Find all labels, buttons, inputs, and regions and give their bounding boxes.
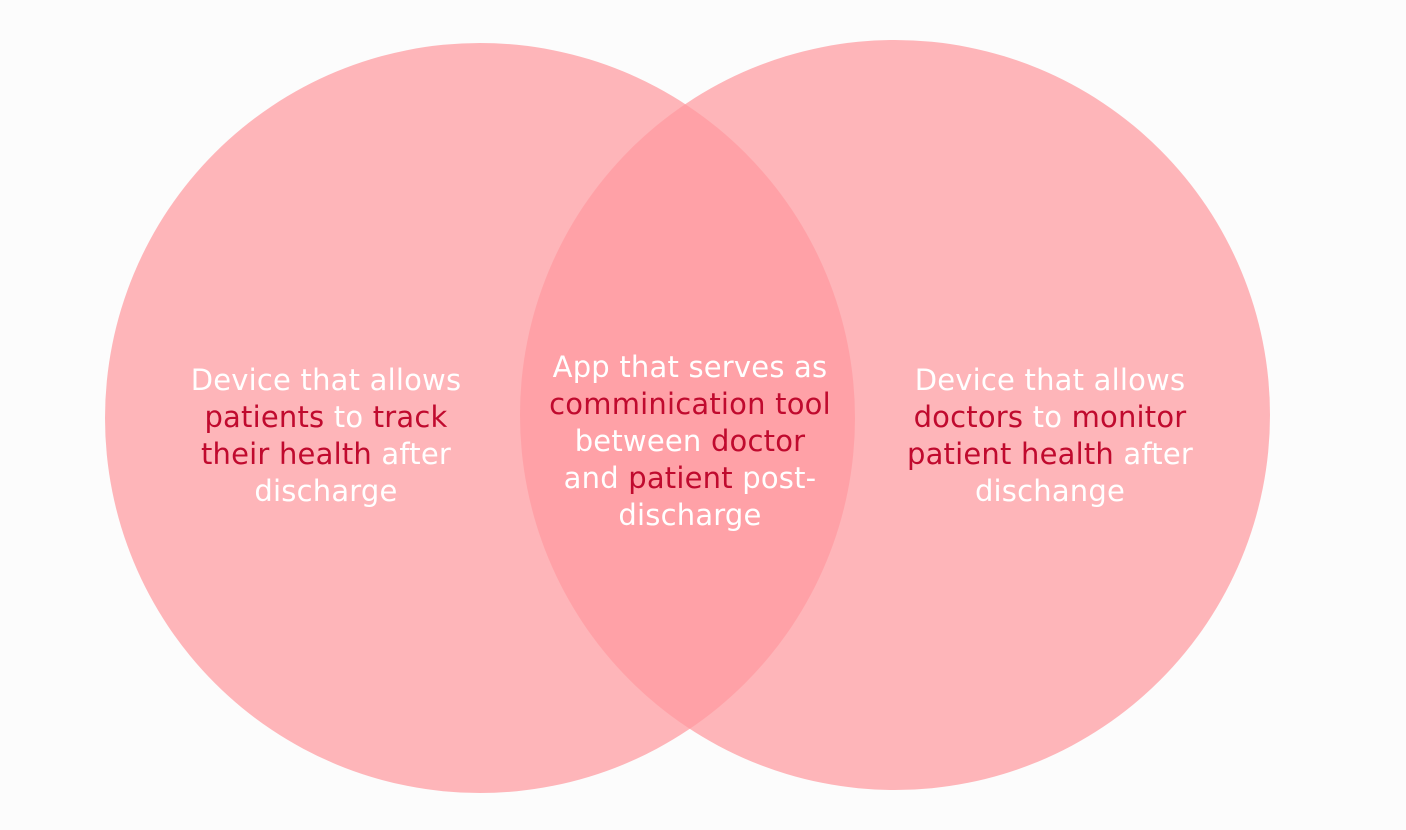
highlight-text: doctors (913, 400, 1024, 434)
label-line: Device that allows (170, 362, 482, 399)
highlight-text: patient health (906, 437, 1114, 471)
label-text: discharge (254, 474, 398, 508)
label-line: and patient post- (540, 460, 840, 497)
label-text: post- (732, 461, 817, 495)
label-text: between (574, 424, 711, 458)
label-line: their health after (170, 436, 482, 473)
label-text: after (371, 437, 452, 471)
label-line: doctors to monitor (890, 399, 1210, 436)
label-line: App that serves as (540, 349, 840, 386)
label-line: dischange (890, 473, 1210, 510)
label-text: Device that allows (914, 363, 1186, 397)
label-text: discharge (618, 498, 762, 532)
highlight-text: comminication tool (549, 387, 831, 421)
label-line: discharge (540, 497, 840, 534)
label-line: Device that allows (890, 362, 1210, 399)
highlight-text: patients (204, 400, 325, 434)
label-line: between doctor (540, 423, 840, 460)
label-text: after (1114, 437, 1194, 471)
highlight-text: track (372, 400, 448, 434)
right-circle (520, 40, 1270, 790)
highlight-text: patient (628, 461, 733, 495)
label-text: Device that allows (190, 363, 462, 397)
highlight-text: their health (200, 437, 372, 471)
label-text: to (1023, 400, 1072, 434)
highlight-text: doctor (710, 424, 806, 458)
label-line: patients to track (170, 399, 482, 436)
label-line: comminication tool (540, 386, 840, 423)
label-line: discharge (170, 473, 482, 510)
label-line: patient health after (890, 436, 1210, 473)
label-text: to (324, 400, 373, 434)
highlight-text: monitor (1071, 400, 1187, 434)
label-text: dischange (974, 474, 1126, 508)
label-text: App that serves as (552, 350, 828, 384)
label-text: and (563, 461, 629, 495)
